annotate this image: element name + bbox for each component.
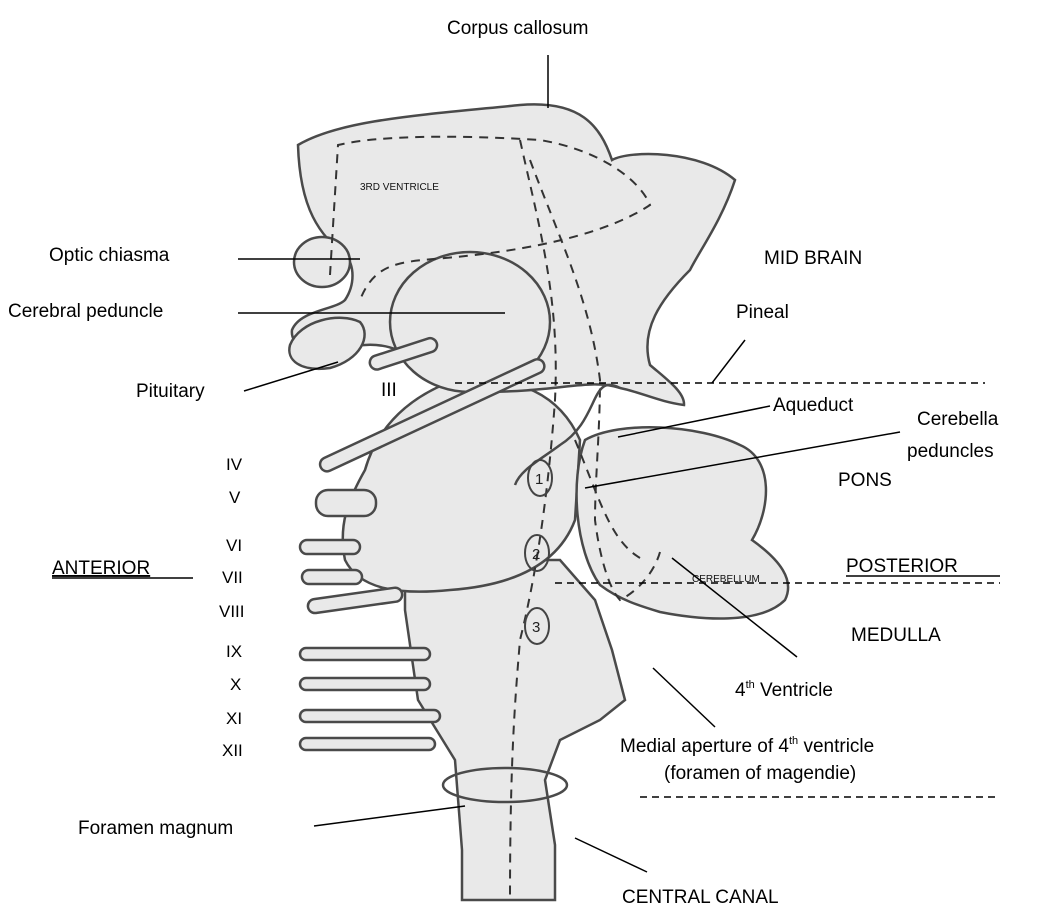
medial-aperture-leader bbox=[653, 668, 715, 727]
nerve-VIII-stump bbox=[307, 587, 403, 614]
cerebral-peduncle-label: Cerebral peduncle bbox=[8, 301, 163, 322]
nerve-V-stump bbox=[316, 490, 376, 516]
nerve-III-label: III bbox=[381, 380, 397, 401]
nerve-XI-stump bbox=[300, 710, 440, 722]
marker-2: 2 bbox=[532, 546, 540, 563]
foramen-magnum-leader bbox=[314, 806, 465, 826]
posterior-label: POSTERIOR bbox=[846, 556, 958, 577]
nerve-label-IV: IV bbox=[226, 455, 243, 474]
nerve-label-IX: IX bbox=[226, 642, 242, 661]
medial-aperture-a: Medial aperture of 4 bbox=[620, 736, 789, 757]
medulla-label: MEDULLA bbox=[851, 625, 941, 646]
spinal-cord-shape bbox=[405, 560, 625, 900]
pons-shape bbox=[343, 379, 580, 591]
third-ventricle-label: 3RD VENTRICLE bbox=[360, 182, 439, 193]
nerve-label-VIII: VIII bbox=[219, 602, 245, 621]
central-canal-leader bbox=[575, 838, 647, 872]
nerve-label-VI: VI bbox=[226, 536, 242, 555]
marker-1: 1 bbox=[535, 471, 543, 488]
pineal-label: Pineal bbox=[736, 302, 789, 323]
cranial-nerve-labels: IV V VI VII VIII IX X XI XII bbox=[219, 455, 245, 760]
pituitary-leader bbox=[244, 362, 338, 391]
nerve-label-X: X bbox=[230, 675, 241, 694]
nerve-VII-stump bbox=[302, 570, 362, 584]
medial-aperture-label-line1: Medial aperture of 4th ventricle bbox=[620, 735, 874, 757]
central-canal-label: CENTRAL CANAL bbox=[622, 887, 779, 908]
fourth-ventricle-num: 4 bbox=[735, 680, 746, 701]
optic-chiasma-label: Optic chiasma bbox=[49, 245, 170, 266]
nerve-XII-stump bbox=[300, 738, 435, 750]
corpus-callosum-label: Corpus callosum bbox=[447, 18, 589, 39]
fourth-ventricle-label: 4th Ventricle bbox=[735, 679, 833, 701]
medial-aperture-b: ventricle bbox=[798, 736, 874, 757]
anterior-label: ANTERIOR bbox=[52, 558, 150, 579]
marker-3: 3 bbox=[532, 619, 540, 636]
cerebellum-shape bbox=[577, 427, 789, 618]
nerve-label-XII: XII bbox=[222, 741, 243, 760]
fourth-ventricle-sup: th bbox=[746, 679, 755, 691]
foramen-magnum-label: Foramen magnum bbox=[78, 818, 233, 839]
nerve-IX-stump bbox=[300, 648, 430, 660]
nerve-label-XI: XI bbox=[226, 709, 242, 728]
medial-aperture-sup: th bbox=[789, 735, 798, 747]
fourth-ventricle-text: Ventricle bbox=[755, 680, 833, 701]
nerve-label-VII: VII bbox=[222, 568, 243, 587]
pineal-leader bbox=[712, 340, 745, 383]
nerve-X-stump bbox=[300, 678, 430, 690]
cerebella-peduncles-label-line2: peduncles bbox=[907, 441, 994, 462]
mid-brain-label: MID BRAIN bbox=[764, 248, 862, 269]
pons-label: PONS bbox=[838, 470, 892, 491]
pituitary-label: Pituitary bbox=[136, 381, 205, 402]
optic-chiasma-shape bbox=[294, 237, 350, 287]
medial-aperture-label-line2: (foramen of magendie) bbox=[664, 763, 856, 784]
aqueduct-label: Aqueduct bbox=[773, 395, 854, 416]
nerve-VI-stump bbox=[300, 540, 360, 554]
cerebella-peduncles-label-line1: Cerebella bbox=[917, 409, 999, 430]
nerve-label-V: V bbox=[229, 488, 241, 507]
